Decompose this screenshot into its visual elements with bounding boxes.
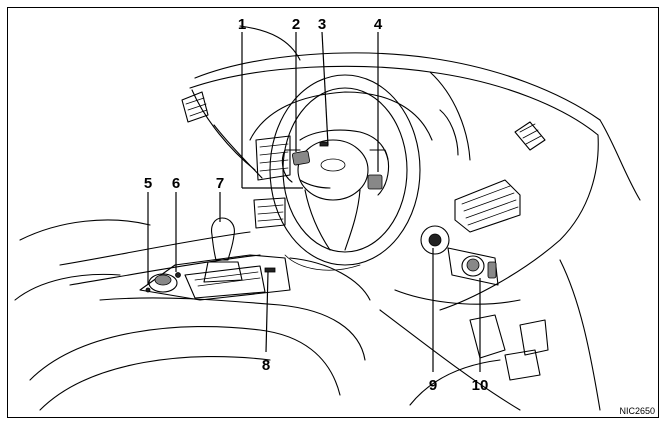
figure-frame xyxy=(7,7,659,418)
figure-code: NIC2650 xyxy=(619,406,655,416)
callout-9: 9 xyxy=(429,377,437,394)
controller-knob xyxy=(145,272,181,293)
dashboard-outline xyxy=(189,25,641,311)
lower-dash-right xyxy=(394,225,521,305)
right-side-vent xyxy=(514,121,546,151)
callout-4: 4 xyxy=(374,16,383,33)
callout-7: 7 xyxy=(216,175,224,192)
steering-wheel xyxy=(269,74,421,271)
callout-10: 10 xyxy=(472,377,489,394)
console-switch xyxy=(264,267,276,273)
callout-6: 6 xyxy=(172,175,180,192)
gear-shifter xyxy=(203,217,243,283)
callout-2: 2 xyxy=(292,16,300,33)
center-vent-right xyxy=(454,179,521,233)
callout-5: 5 xyxy=(144,175,152,192)
instrument-cluster-hood xyxy=(249,91,433,141)
callout-3: 3 xyxy=(318,16,326,33)
callout-8: 8 xyxy=(262,357,270,374)
center-console xyxy=(29,231,371,411)
callout-1: 1 xyxy=(238,16,246,33)
driver-seat xyxy=(14,219,151,301)
center-vents-left xyxy=(253,135,291,229)
callout-labels: 1 2 3 4 5 6 7 8 9 10 xyxy=(144,16,489,394)
pedals-floor xyxy=(379,259,601,411)
leader-lines xyxy=(147,31,481,372)
left-side-vent xyxy=(181,91,209,123)
